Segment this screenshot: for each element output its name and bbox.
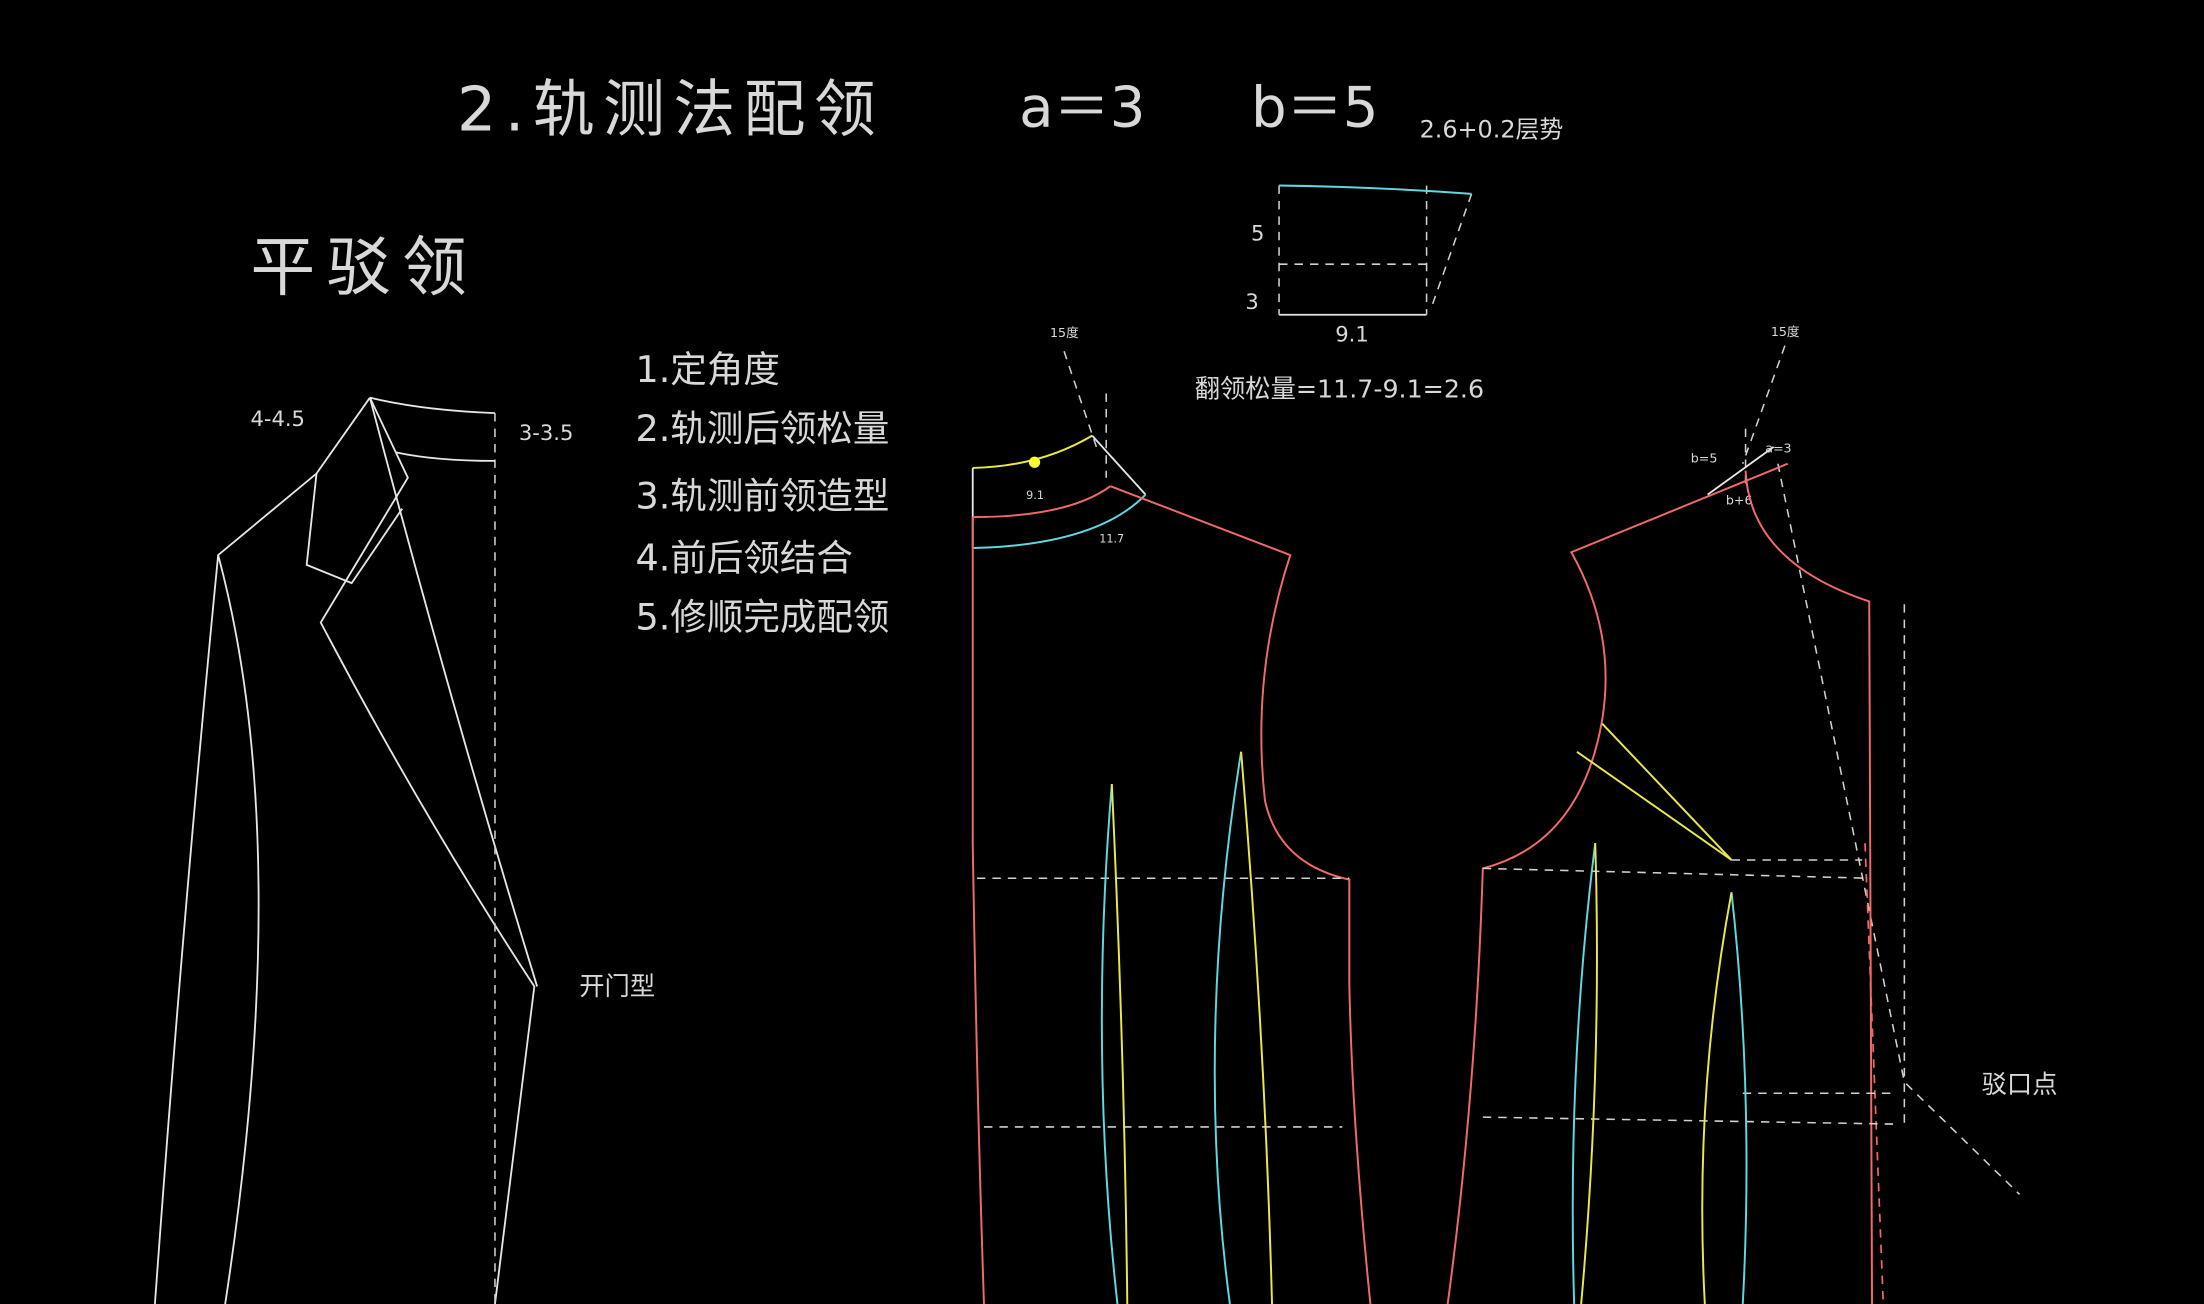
- back-angle: 15度: [1050, 325, 1079, 340]
- box-width: 9.1: [1335, 321, 1369, 346]
- title-a: a＝3: [1019, 75, 1145, 140]
- title-note: 2.6+0.2层势: [1420, 116, 1564, 144]
- box-formula: 翻领松量=11.7-9.1=2.6: [1195, 375, 1484, 404]
- step-5: 5.修顺完成配领: [635, 596, 889, 639]
- step-1: 1.定角度: [635, 348, 779, 391]
- front-b6-label: b+6: [1726, 492, 1753, 507]
- box-height-bottom: 3: [1245, 289, 1258, 314]
- step-3: 3.轨测前领造型: [635, 475, 889, 518]
- title-main: 2.轨测法配领: [457, 74, 884, 146]
- front-b-label: b=5: [1691, 450, 1718, 465]
- front-piece: 15度 b=5 a=3 b+6 驳口点: [1446, 324, 2058, 1304]
- step-4: 4.前后领结合: [635, 536, 852, 579]
- box-height-top: 5: [1251, 220, 1264, 245]
- break-point-label: 驳口点: [1982, 1070, 2058, 1099]
- front-angle: 15度: [1771, 324, 1800, 339]
- back-arc-1: 9.1: [1026, 489, 1044, 502]
- lapel-sketch: 4-4.5 3-3.5 开门型: [154, 396, 655, 1304]
- back-arc-2: 11.7: [1099, 532, 1124, 545]
- lapel-left-measure: 4-4.5: [250, 406, 305, 431]
- title-b: b＝5: [1251, 75, 1379, 140]
- front-a-label: a=3: [1765, 440, 1791, 455]
- subtitle: 平驳领: [250, 230, 478, 305]
- lapel-right-measure: 3-3.5: [519, 420, 574, 445]
- lapel-style: 开门型: [579, 972, 655, 1001]
- step-2: 2.轨测后领松量: [635, 407, 889, 450]
- yellow-point: [1028, 456, 1041, 468]
- collar-box: 5 3 9.1 翻领松量=11.7-9.1=2.6: [1195, 184, 1484, 404]
- back-piece: 15度 9.1 11.7: [971, 325, 1372, 1304]
